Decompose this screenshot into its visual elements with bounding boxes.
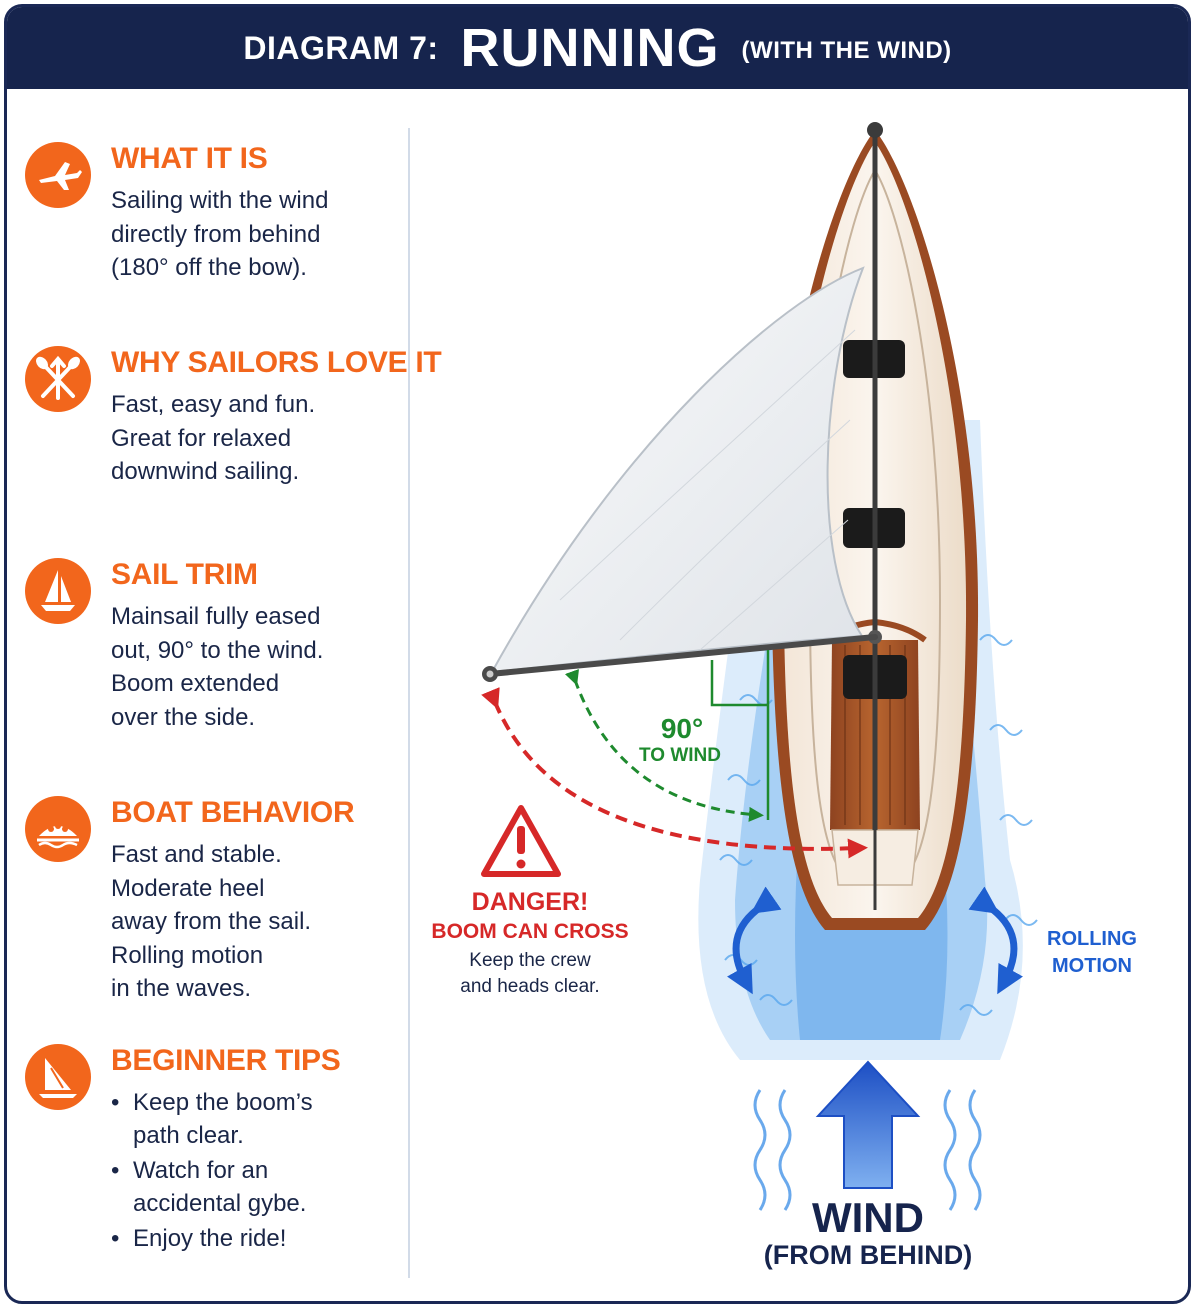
wind-arrow-icon — [815, 1060, 921, 1189]
rolling-arrow-right-icon — [968, 886, 1024, 995]
section-title: SAIL TRIM — [111, 558, 258, 591]
tips-list: Keep the boom’s path clear. Watch for an… — [111, 1086, 411, 1257]
section-body: Fast and stable. Moderate heel away from… — [111, 838, 411, 1006]
wind-label: WIND — [812, 1194, 924, 1241]
danger-note-line: Keep the crew — [469, 950, 591, 971]
body-line: away from the sail. — [111, 908, 312, 935]
body-line: Moderate heel — [111, 874, 265, 902]
section-title: WHAT IT IS — [111, 142, 268, 175]
mainsail — [482, 266, 878, 682]
tip-line: Watch for an — [133, 1157, 269, 1184]
tip-item: Enjoy the ride! — [111, 1222, 411, 1255]
rolling-label-line: ROLLING — [1047, 928, 1137, 950]
wind-wave-lines — [753, 1089, 982, 1211]
section-title: BEGINNER TIPS — [111, 1044, 341, 1077]
body-line: over the side. — [111, 703, 256, 731]
section-title: BOAT BEHAVIOR — [111, 796, 355, 829]
sailboat-icon — [25, 558, 91, 624]
wind-sublabel: (FROM BEHIND) — [763, 1240, 973, 1270]
body-line: in the waves. — [111, 975, 252, 1002]
rolling-label-line: MOTION — [1052, 955, 1132, 977]
angle-caption: TO WIND — [639, 745, 721, 766]
warning-triangle-icon — [481, 805, 561, 877]
body-line: out, 90° to the wind. — [111, 636, 324, 664]
body-line: Fast, easy and fun. — [111, 391, 316, 418]
page-title: RUNNING — [460, 18, 720, 78]
danger-title: DANGER! — [471, 888, 589, 916]
tip-item: Watch for an accidental gybe. — [111, 1154, 411, 1220]
header-bar: DIAGRAM 7: RUNNING (WITH THE WIND) — [7, 7, 1188, 89]
boom-swing-arc — [481, 687, 868, 859]
body-line: (180° off the bow). — [111, 254, 307, 281]
body-line: Fast and stable. — [111, 841, 282, 868]
page-subtitle: (WITH THE WIND) — [741, 37, 952, 64]
tip-line: Keep the boom’s — [133, 1089, 313, 1116]
column-divider — [408, 128, 410, 1278]
diagram-number: DIAGRAM 7: — [243, 29, 439, 66]
boat-crew-icon — [25, 796, 91, 862]
danger-subtitle: BOOM CAN CROSS — [431, 920, 629, 943]
body-line: Great for relaxed — [111, 424, 292, 452]
rolling-arrow-left-icon — [726, 886, 782, 995]
section-body: Fast, easy and fun. Great for relaxed do… — [111, 388, 411, 489]
body-line: downwind sailing. — [111, 458, 300, 485]
section-title: WHY SAILORS LOVE IT — [111, 346, 442, 379]
crossed-oars-icon — [25, 346, 91, 412]
body-line: Rolling motion — [111, 941, 264, 969]
section-body: Sailing with the wind directly from behi… — [111, 184, 411, 285]
heeling-sail-icon — [25, 1044, 91, 1110]
section-body: Mainsail fully eased out, 90° to the win… — [111, 600, 411, 734]
tip-line: Enjoy the ride! — [133, 1225, 287, 1252]
boom — [487, 634, 878, 677]
body-line: Sailing with the wind — [111, 187, 329, 214]
danger-note-line: and heads clear. — [460, 976, 600, 997]
tip-line: path clear. — [133, 1122, 244, 1149]
airplane-icon — [25, 142, 91, 208]
body-line: Mainsail fully eased — [111, 603, 321, 630]
tip-item: Keep the boom’s path clear. — [111, 1086, 411, 1152]
tip-line: accidental gybe. — [133, 1190, 307, 1217]
body-line: directly from behind — [111, 220, 321, 248]
body-line: Boom extended — [111, 670, 280, 697]
angle-value: 90° — [660, 713, 704, 744]
